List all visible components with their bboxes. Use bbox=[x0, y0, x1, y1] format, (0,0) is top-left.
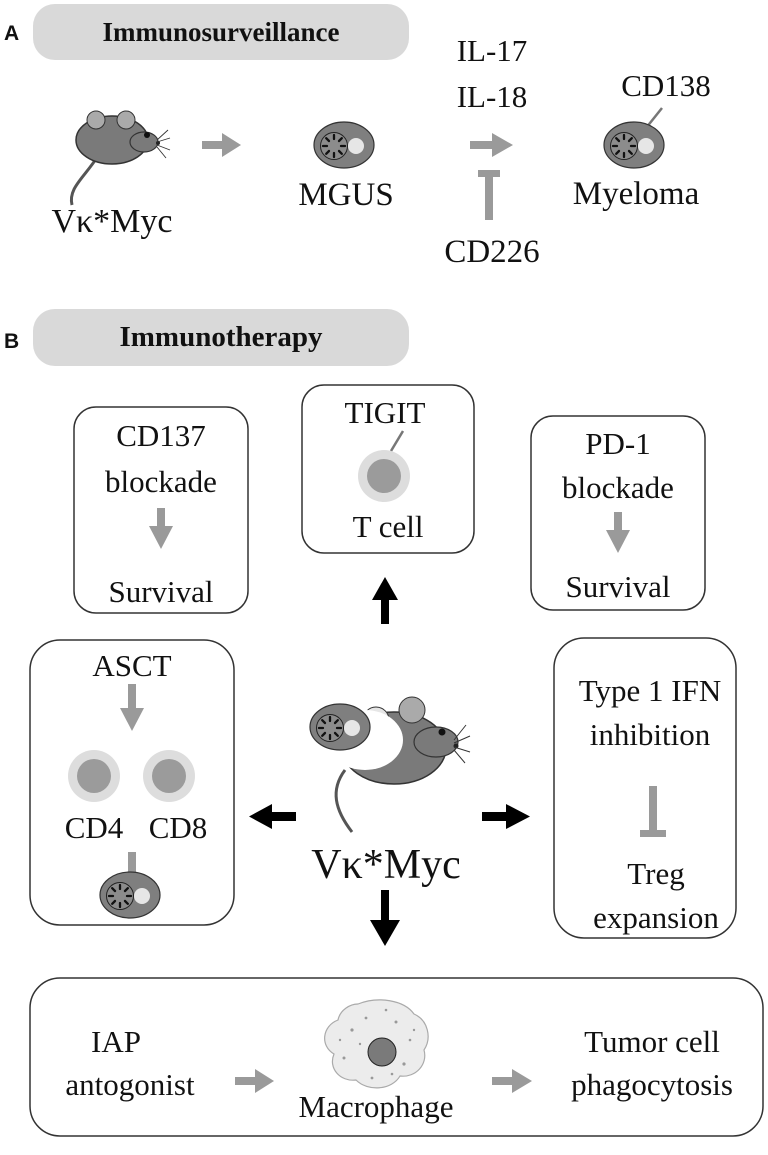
cd4-label: CD4 bbox=[65, 810, 124, 845]
treg-label: Treg bbox=[627, 856, 684, 891]
panel-a-letter: A bbox=[4, 22, 19, 45]
t-cell-icon bbox=[143, 750, 195, 802]
arrow-left-icon bbox=[249, 804, 296, 829]
cd226-label: CD226 bbox=[444, 234, 539, 270]
tigit-label: TIGIT bbox=[345, 395, 426, 430]
cd137-box: CD137 blockade Survival bbox=[73, 406, 249, 614]
arrow-right-icon bbox=[492, 1069, 532, 1093]
arrow-down-icon bbox=[120, 684, 144, 731]
t-cell-icon bbox=[358, 450, 410, 502]
arrow-up-icon bbox=[372, 577, 398, 624]
cd137-blockade-label: blockade bbox=[105, 464, 217, 499]
plasma-cell-icon bbox=[308, 702, 372, 752]
ifn-label: Type 1 IFN bbox=[579, 673, 721, 708]
panel-b-title: Immunotherapy bbox=[119, 321, 323, 353]
mgus-label: MGUS bbox=[298, 177, 393, 213]
arrow-right-icon bbox=[470, 133, 513, 157]
iap-label: IAP bbox=[91, 1024, 141, 1059]
asct-label: ASCT bbox=[92, 648, 171, 683]
inhibition-bar-icon bbox=[640, 786, 666, 837]
cytokine-il17: IL-17 bbox=[457, 33, 528, 68]
tigit-pointer bbox=[389, 430, 405, 452]
panel-b: B Immunotherapy CD137 blockade Survival … bbox=[4, 309, 764, 1137]
arrow-down-icon bbox=[606, 512, 630, 553]
panel-a-title-pill bbox=[33, 4, 409, 60]
phagocytosis-label: phagocytosis bbox=[571, 1067, 733, 1102]
cd8-label: CD8 bbox=[149, 810, 208, 845]
plasma-cell-icon bbox=[602, 120, 666, 170]
tumor-cell-label: Tumor cell bbox=[584, 1024, 720, 1059]
cd138-label: CD138 bbox=[621, 68, 711, 103]
cd137-label: CD137 bbox=[116, 418, 206, 453]
t-cell-icon bbox=[68, 750, 120, 802]
panel-a: A Immunosurveillance Vκ*Myc MGUS bbox=[4, 4, 711, 270]
panel-b-title-pill bbox=[33, 309, 409, 366]
arrow-down-icon bbox=[370, 890, 400, 946]
ifn-inhibition-label: inhibition bbox=[590, 717, 711, 752]
pd1-box: PD-1 blockade Survival bbox=[530, 415, 706, 611]
cd137-survival-label: Survival bbox=[108, 574, 213, 609]
tigit-box: TIGIT T cell bbox=[301, 384, 475, 554]
myeloma-label: Myeloma bbox=[573, 176, 700, 212]
t-cell-label: T cell bbox=[353, 509, 424, 544]
inhibition-bar-icon bbox=[478, 170, 500, 220]
pd1-survival-label: Survival bbox=[565, 569, 670, 604]
macrophage-box: IAP antogonist Macrophage bbox=[29, 977, 764, 1137]
pd1-label: PD-1 bbox=[585, 426, 650, 461]
plasma-cell-icon bbox=[312, 120, 376, 170]
pd1-blockade-label: blockade bbox=[562, 470, 674, 505]
mouse-icon bbox=[69, 110, 171, 206]
panel-b-letter: B bbox=[4, 330, 19, 353]
arrow-down-icon bbox=[149, 508, 173, 549]
arrow-right-icon bbox=[482, 804, 530, 829]
arrow-right-icon bbox=[202, 133, 241, 157]
center-mouse-label: Vκ*Myc bbox=[311, 842, 460, 888]
panel-a-title: Immunosurveillance bbox=[102, 17, 339, 47]
mouse-label: Vκ*Myc bbox=[51, 203, 172, 240]
treg-expansion-label: expansion bbox=[593, 900, 719, 935]
cytokine-il18: IL-18 bbox=[457, 79, 528, 114]
asct-box: ASCT CD4 CD8 bbox=[29, 639, 235, 926]
plasma-cell-icon bbox=[98, 870, 162, 920]
ifn-box: Type 1 IFN inhibition Treg expansion bbox=[553, 637, 737, 939]
iap-antagonist-label: antogonist bbox=[65, 1067, 195, 1102]
arrow-right-icon bbox=[235, 1069, 274, 1093]
macrophage-icon bbox=[324, 999, 429, 1089]
macrophage-label: Macrophage bbox=[299, 1089, 454, 1124]
